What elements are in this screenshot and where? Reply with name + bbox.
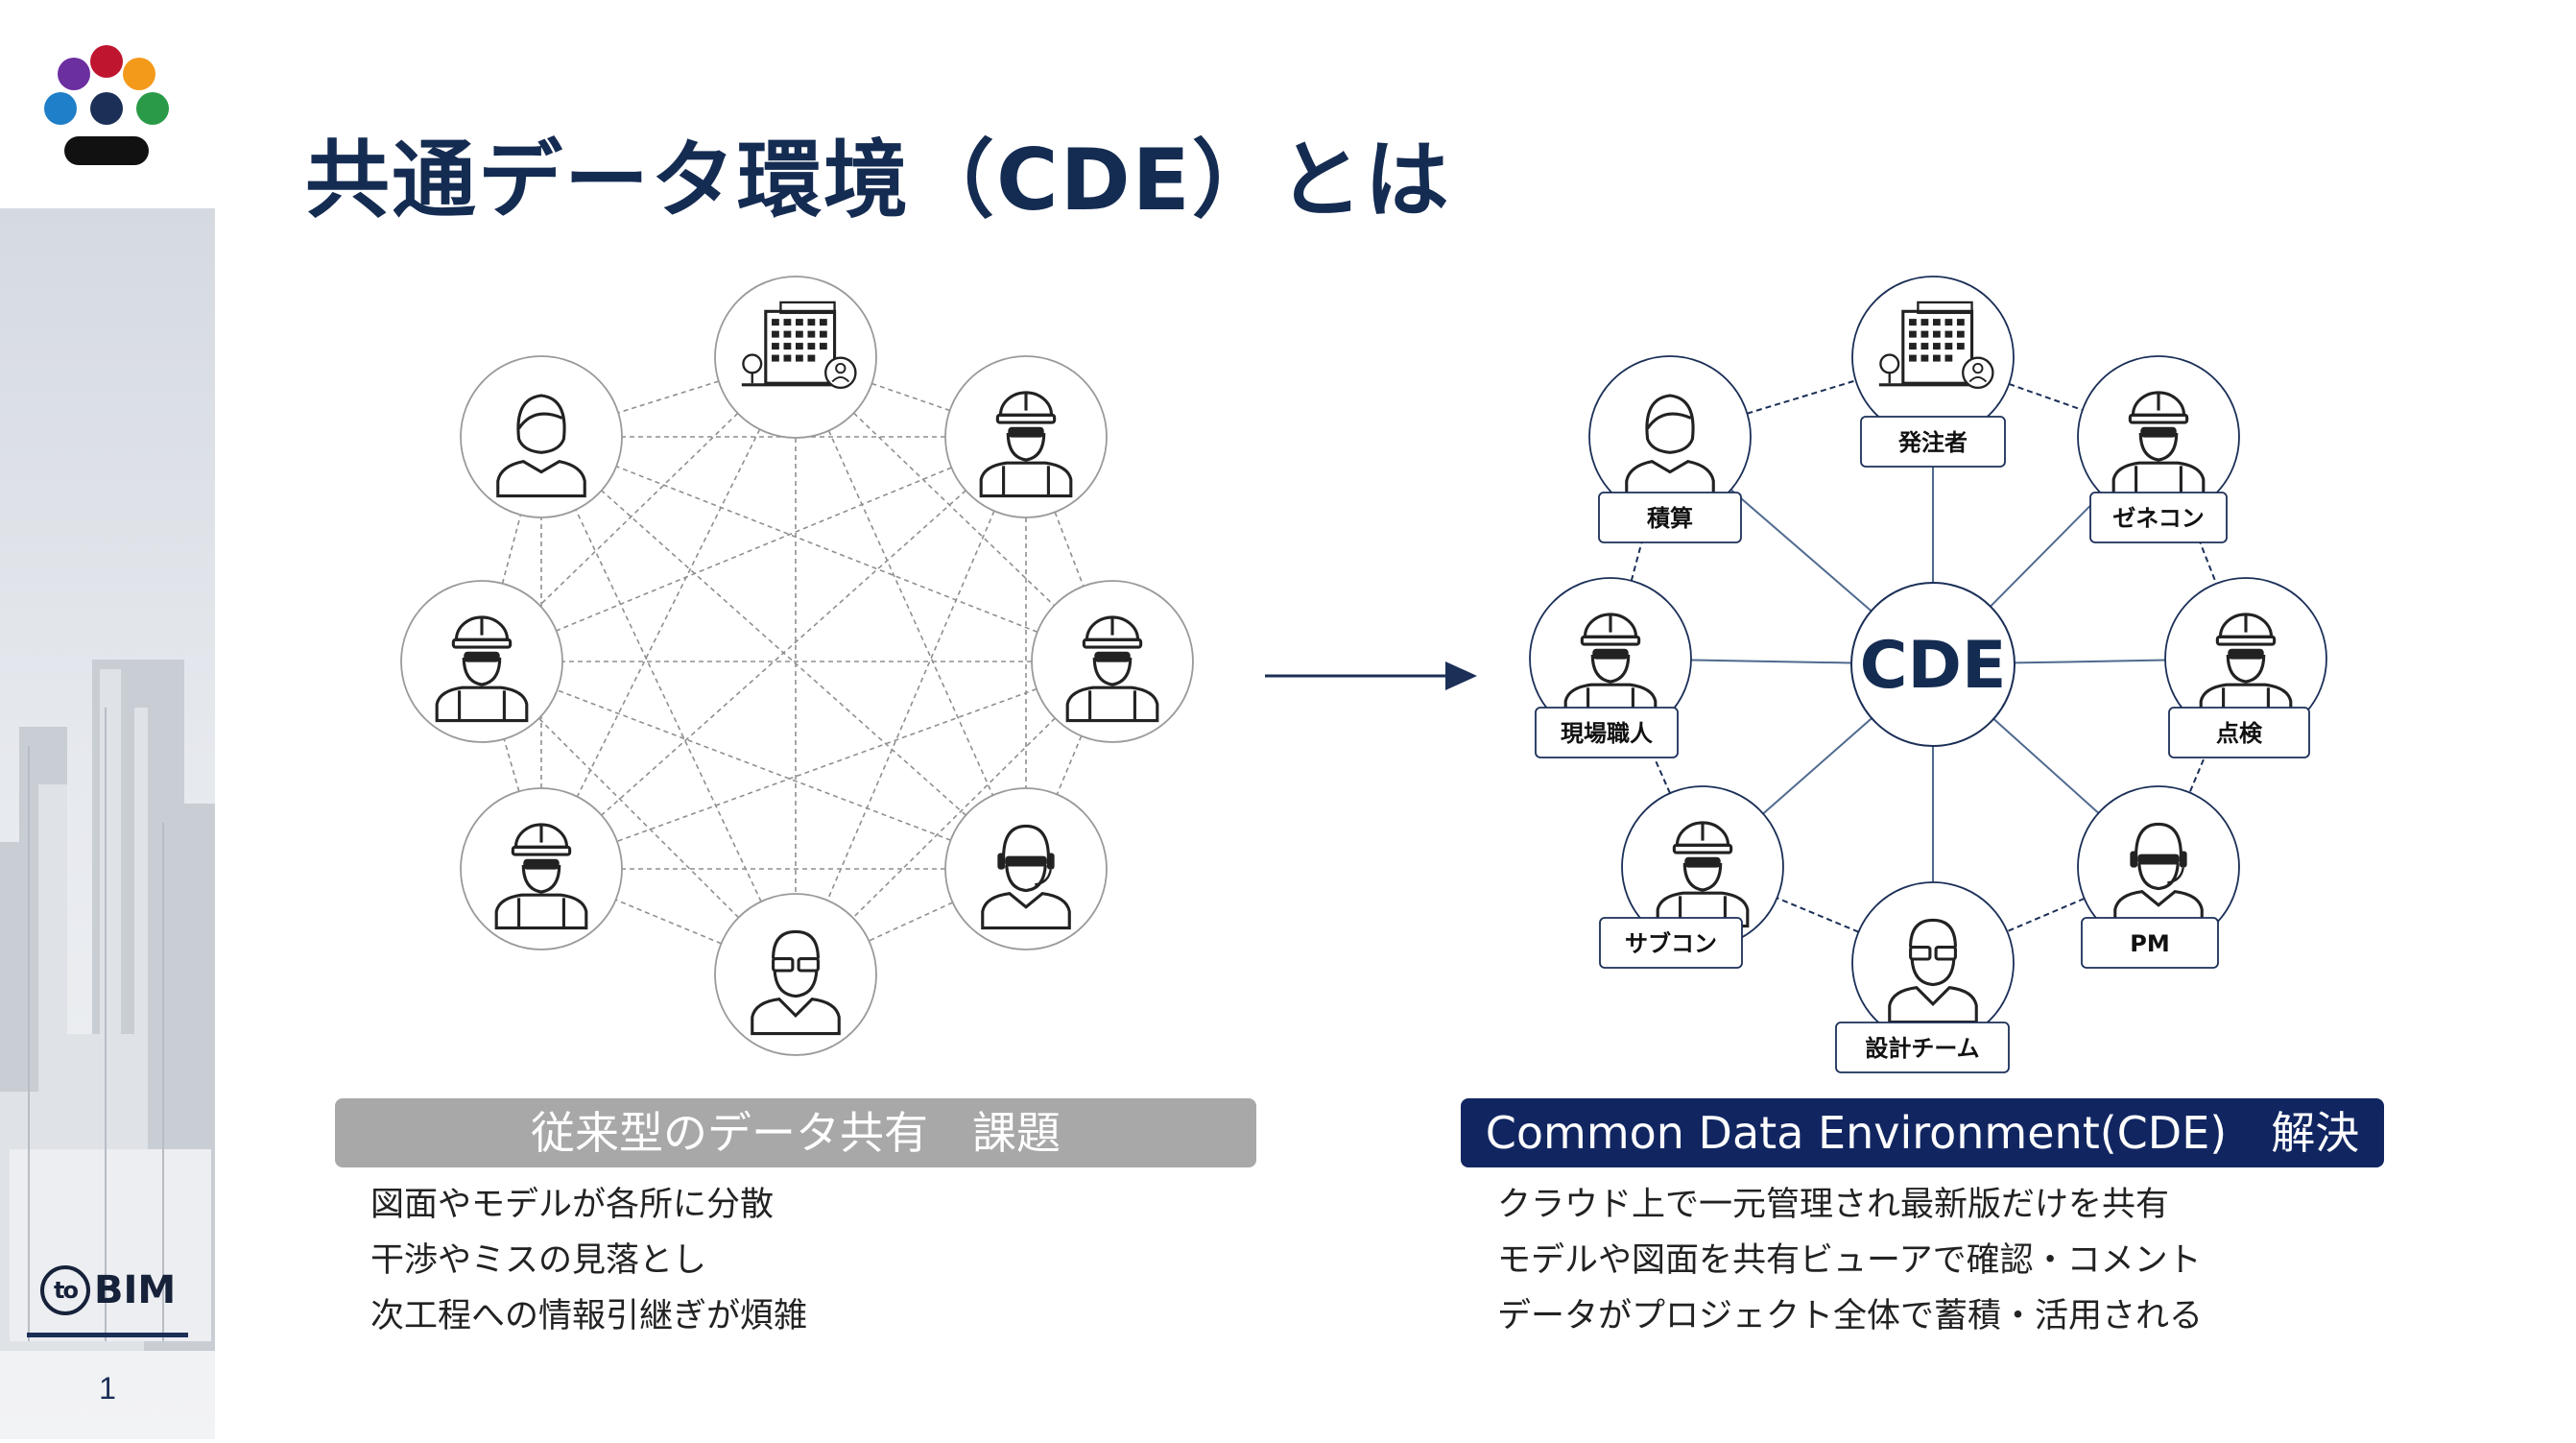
stakeholder-node-subcon: [460, 787, 623, 950]
traditional-issues-list: 図面やモデルが各所に分散 干渉やミスの見落とし 次工程への情報引継ぎが煩雑: [370, 1177, 807, 1344]
spoke-line: [1762, 717, 1872, 815]
mesh-line: [503, 738, 520, 792]
mesh-connections: [501, 380, 1085, 945]
cde-hub-label: CDE: [1860, 628, 2007, 704]
brand-mark-icon: to: [40, 1265, 90, 1315]
ring-line: [1630, 514, 1651, 582]
issue-item: 図面やモデルが各所に分散: [370, 1186, 775, 1224]
node-label-box: [1860, 416, 2006, 468]
stakeholder-node-design: [714, 893, 877, 1056]
node-label: 積算: [1647, 505, 1693, 532]
node-label-box: [2168, 707, 2310, 758]
spoke-line: [1690, 659, 1852, 664]
mesh-line: [538, 412, 739, 607]
stakeholder-node-site: [400, 580, 563, 743]
node-label: 設計チーム: [1865, 1035, 1979, 1062]
spoke-line: [1729, 489, 1872, 613]
mesh-line: [537, 717, 740, 919]
stakeholder-node-inspection: [1031, 580, 1194, 743]
mesh-line: [852, 717, 1056, 919]
node-label-box: [1835, 1022, 2010, 1073]
solution-item: クラウド上で一元管理され最新版だけを共有: [1497, 1186, 2170, 1224]
mesh-line: [615, 899, 722, 945]
mesh-line: [616, 687, 1038, 843]
mesh-line: [869, 902, 953, 942]
node-label: PM: [2130, 930, 2169, 957]
spoke-line: [1990, 493, 2103, 608]
hub-spokes: [1690, 438, 2166, 882]
brand-logo: to BIM: [40, 1265, 176, 1315]
node-circle: [460, 355, 623, 518]
spoke-line: [1992, 718, 2100, 814]
issue-item: 干渉やミスの見落とし: [370, 1241, 707, 1280]
mesh-line: [501, 514, 522, 585]
mesh-line: [557, 689, 951, 841]
page-title: 共通データ環境（CDE）とは: [305, 130, 1451, 229]
stakeholder-node-contractor: [944, 355, 1108, 518]
ring-line: [1777, 897, 1859, 933]
node-label: 発注者: [1897, 429, 1968, 456]
node-circle: [1851, 881, 2015, 1045]
stakeholder-node-pm: [944, 787, 1108, 950]
node-label: ゼネコン: [2112, 505, 2205, 532]
mesh-line: [1056, 735, 1083, 795]
node-label-box: [1599, 917, 1743, 969]
mesh-line: [575, 509, 762, 902]
page-number: 1: [99, 1371, 116, 1406]
cde-node-subcon: サブコン: [1599, 785, 1784, 969]
node-label: 現場職人: [1561, 720, 1653, 747]
brand-underline: [27, 1333, 188, 1337]
cde-node-design: 設計チーム: [1835, 881, 2015, 1073]
node-label-box: [1598, 492, 1742, 543]
spoke-line: [2014, 659, 2166, 664]
ring-line: [2008, 383, 2084, 411]
node-label-box: [1535, 707, 1679, 758]
cde-node-estimator: 積算: [1588, 355, 1752, 543]
node-circle: [714, 893, 877, 1056]
mesh-line: [615, 465, 1038, 634]
mesh-line: [853, 412, 1055, 607]
cde-node-site: 現場職人: [1529, 577, 1692, 758]
stakeholder-node-estimator: [460, 355, 623, 518]
ring-line: [1642, 732, 1671, 794]
ring-line: [2006, 897, 2086, 933]
brand-name: BIM: [94, 1268, 177, 1312]
solution-item: データがプロジェクト全体で蓄積・活用される: [1497, 1297, 2204, 1335]
cde-node-pm: PM: [2077, 785, 2240, 969]
cde-node-contractor: ゼネコン: [2077, 355, 2240, 543]
mesh-line: [826, 510, 995, 902]
node-label: サブコン: [1625, 930, 1717, 957]
solution-item: モデルや図面を共有ビューアで確認・コメント: [1497, 1241, 2202, 1280]
node-label-box: [2089, 492, 2228, 543]
ring-line: [1747, 379, 1856, 415]
node-circle: [944, 787, 1108, 950]
node-label: 点検: [2216, 720, 2263, 747]
cde-hub: CDE: [1850, 582, 2015, 747]
issue-item: 次工程への情報引継ぎが煩雑: [370, 1297, 808, 1335]
company-logo: [44, 45, 169, 165]
traditional-heading-bar: 従来型のデータ共有 課題: [335, 1098, 1256, 1167]
sidebar: [0, 208, 215, 1439]
mesh-line: [827, 430, 994, 796]
city-skyline-image: [0, 660, 215, 1351]
cde-node-owner: 発注者: [1851, 276, 2015, 468]
stakeholder-node-owner: [714, 276, 877, 439]
cde-solutions-list: クラウド上で一元管理され最新版だけを共有 モデルや図面を共有ビューアで確認・コメ…: [1497, 1177, 2203, 1344]
node-label-box: [2081, 917, 2219, 969]
cde-node-inspection: 点検: [2164, 577, 2327, 758]
mesh-line: [1054, 512, 1085, 587]
mesh-line: [871, 382, 950, 412]
mesh-line: [617, 380, 720, 414]
mesh-line: [601, 490, 966, 816]
traditional-sharing-diagram: [400, 276, 1194, 1056]
cde-heading-bar: Common Data Environment(CDE) 解決: [1461, 1098, 2384, 1167]
mesh-line: [556, 467, 952, 632]
